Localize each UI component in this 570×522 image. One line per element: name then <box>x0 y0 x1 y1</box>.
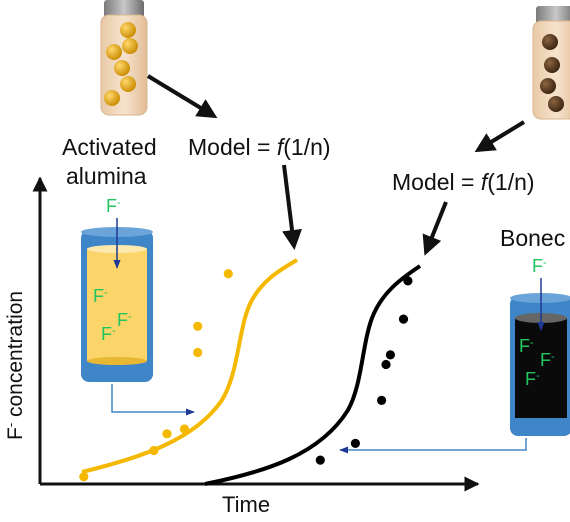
y-axis-label: F- concentration <box>3 291 28 440</box>
alumina-column-icon <box>81 227 153 382</box>
alumina-label-line2: alumina <box>66 163 147 189</box>
bonechar-data-point-7 <box>403 276 413 286</box>
model-to-curve-arrow-left <box>282 164 302 250</box>
alumina-data-point-6 <box>193 321 203 331</box>
alumina-data-point-5 <box>193 347 203 358</box>
alumina-vial-icon <box>100 0 148 116</box>
bonechar-ion-2: F- <box>540 350 555 370</box>
model-label-right: Model = f(1/n) <box>392 169 535 195</box>
bonechar-data-point-6 <box>398 314 409 324</box>
alumina-data-point-2 <box>149 445 159 456</box>
bonechar-vial-icon <box>532 6 570 120</box>
data-points <box>79 269 413 482</box>
alumina-ion-3: F- <box>101 324 116 344</box>
bonechar-influent-ion: F- <box>532 256 547 276</box>
alumina-data-point-7 <box>223 269 233 279</box>
vial-to-model-arrow-right <box>474 120 526 153</box>
bonechar-data-point-2 <box>350 438 360 448</box>
alumina-influent-ion: F- <box>106 196 121 216</box>
alumina-data-point-1 <box>79 472 89 482</box>
alumina-ion-2: F- <box>117 310 132 330</box>
alumina-label-line1: Activated <box>62 134 157 160</box>
bonechar-ion-1: F- <box>519 336 534 356</box>
model-to-curve-arrow-right <box>422 201 448 256</box>
vial-to-model-arrow-left <box>146 74 218 119</box>
bonechar-label: Bonec <box>500 225 565 251</box>
alumina-data-point-4 <box>179 424 190 434</box>
model-label-left: Model = f(1/n) <box>188 134 331 160</box>
bonechar-effluent-arrow <box>339 438 527 454</box>
bonechar-data-point-1 <box>315 455 325 465</box>
bonechar-data-point-4 <box>381 359 391 370</box>
bonechar-ion-3: F- <box>525 369 540 389</box>
bonechar-data-point-5 <box>385 350 395 360</box>
bonechar-model-curve <box>204 264 422 486</box>
alumina-ion-1: F- <box>93 286 108 306</box>
x-axis-label: Time <box>222 492 270 517</box>
bonechar-data-point-3 <box>377 395 387 405</box>
alumina-data-point-3 <box>162 429 172 439</box>
bonechar-column-icon <box>510 293 570 436</box>
alumina-effluent-arrow <box>111 384 195 416</box>
